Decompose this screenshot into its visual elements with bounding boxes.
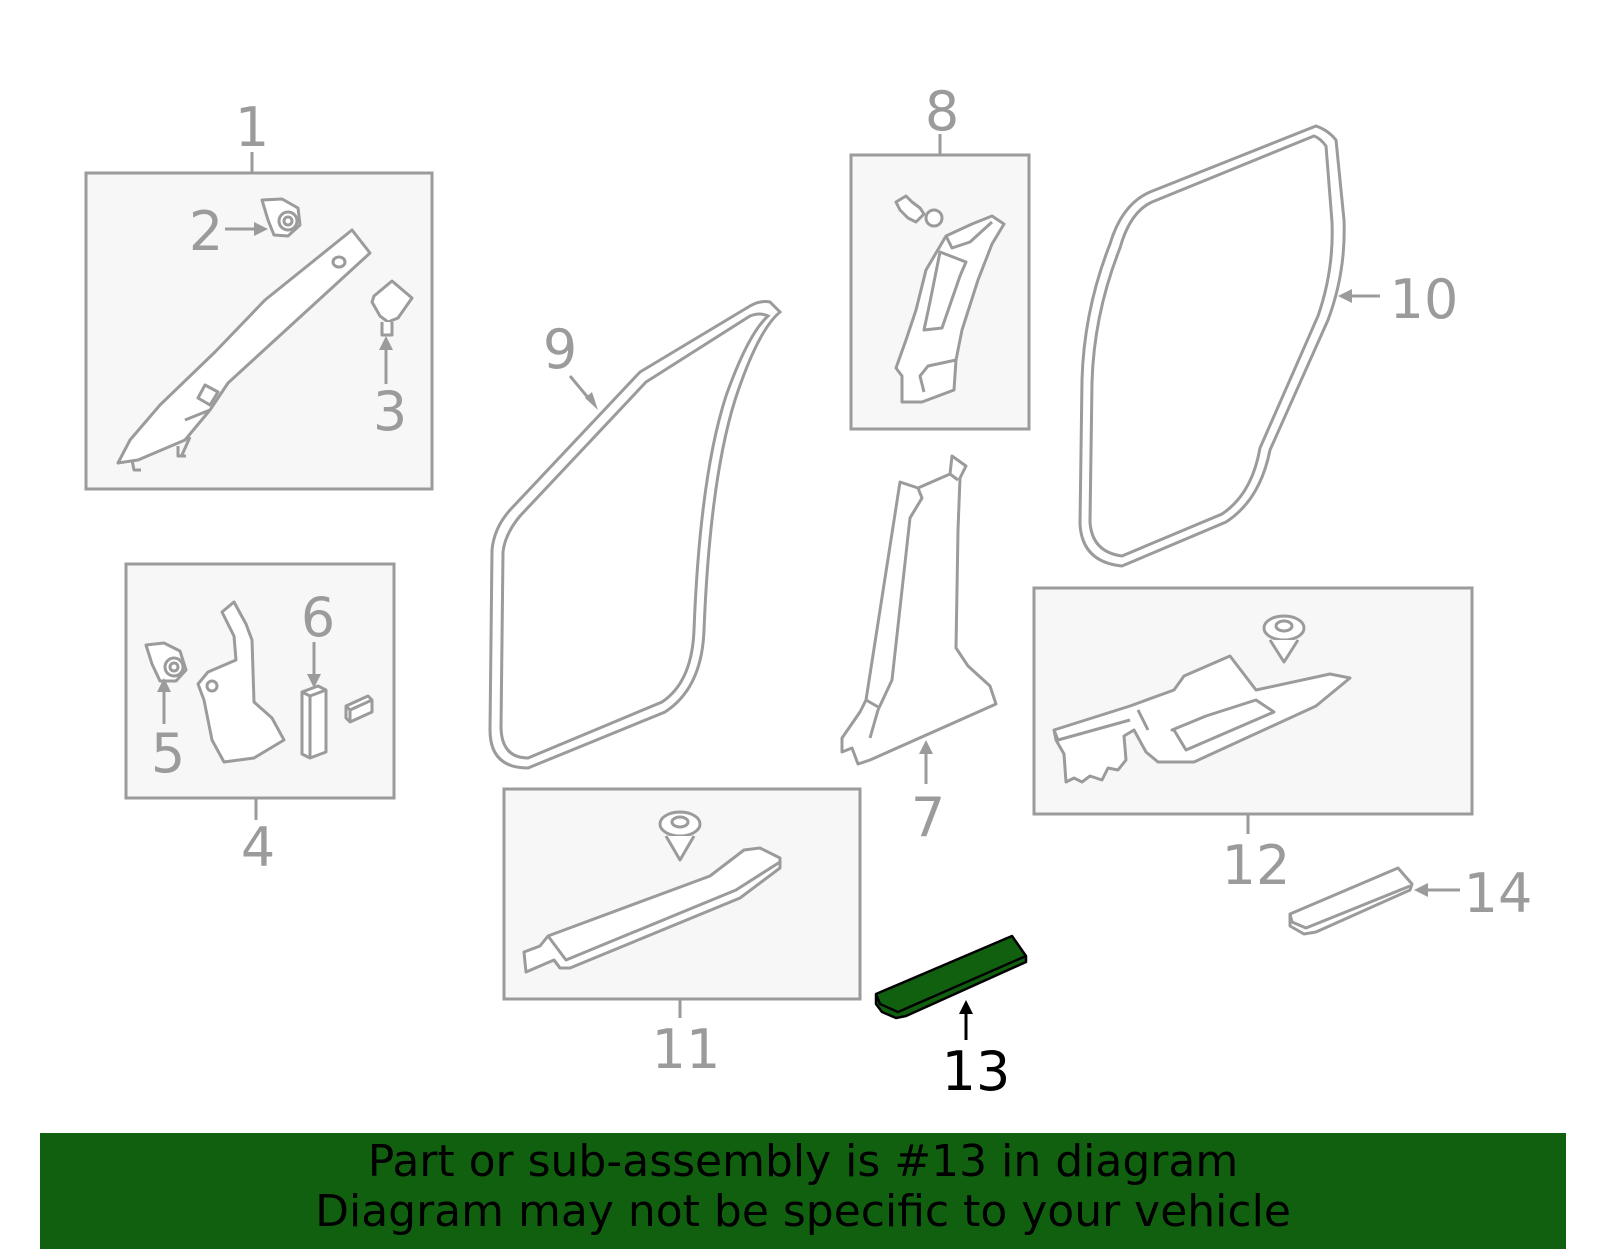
callout-5[interactable]: 5 bbox=[151, 722, 185, 785]
push-clip-11[interactable] bbox=[658, 810, 702, 862]
lower-trim-bracket[interactable] bbox=[196, 600, 286, 764]
info-banner: Part or sub-assembly is #13 in diagram D… bbox=[40, 1133, 1566, 1249]
banner-line-2: Diagram may not be specific to your vehi… bbox=[315, 1186, 1291, 1237]
callout-2[interactable]: 2 bbox=[189, 200, 223, 263]
callout-14[interactable]: 14 bbox=[1464, 862, 1533, 925]
clip-3[interactable] bbox=[370, 279, 414, 337]
callout-8[interactable]: 8 bbox=[925, 80, 959, 143]
group-1[interactable]: 1 2 3 bbox=[84, 96, 434, 491]
group-8[interactable]: 8 bbox=[849, 80, 1031, 431]
screw-8[interactable] bbox=[894, 194, 944, 228]
pad-6[interactable] bbox=[300, 684, 328, 760]
group-12[interactable]: 12 bbox=[1032, 586, 1474, 897]
highlighted-part-13[interactable]: 13 bbox=[874, 934, 1028, 1103]
callout-1[interactable]: 1 bbox=[235, 96, 269, 159]
push-clip-12[interactable] bbox=[1262, 614, 1306, 664]
part-14[interactable]: 14 bbox=[1288, 862, 1533, 936]
banner-line-1: Part or sub-assembly is #13 in diagram bbox=[367, 1136, 1239, 1187]
callout-10[interactable]: 10 bbox=[1390, 268, 1459, 331]
callout-12[interactable]: 12 bbox=[1222, 834, 1291, 897]
callout-11[interactable]: 11 bbox=[652, 1018, 721, 1081]
clip-5[interactable] bbox=[144, 641, 188, 683]
callout-13[interactable]: 13 bbox=[942, 1040, 1011, 1103]
group-11[interactable]: 11 bbox=[502, 787, 862, 1081]
b-pillar-lower-7[interactable]: 7 bbox=[840, 454, 998, 849]
callout-7[interactable]: 7 bbox=[911, 786, 945, 849]
callout-6[interactable]: 6 bbox=[301, 586, 335, 649]
callout-3[interactable]: 3 bbox=[373, 380, 407, 443]
group-4[interactable]: 4 5 6 bbox=[124, 562, 396, 879]
clip-2[interactable] bbox=[260, 197, 302, 238]
callout-9[interactable]: 9 bbox=[543, 318, 577, 381]
door-seal-10[interactable]: 10 bbox=[1078, 124, 1459, 568]
callout-4[interactable]: 4 bbox=[241, 816, 275, 879]
a-pillar-trim[interactable] bbox=[116, 228, 372, 465]
door-seal-9[interactable]: 9 bbox=[488, 300, 783, 770]
